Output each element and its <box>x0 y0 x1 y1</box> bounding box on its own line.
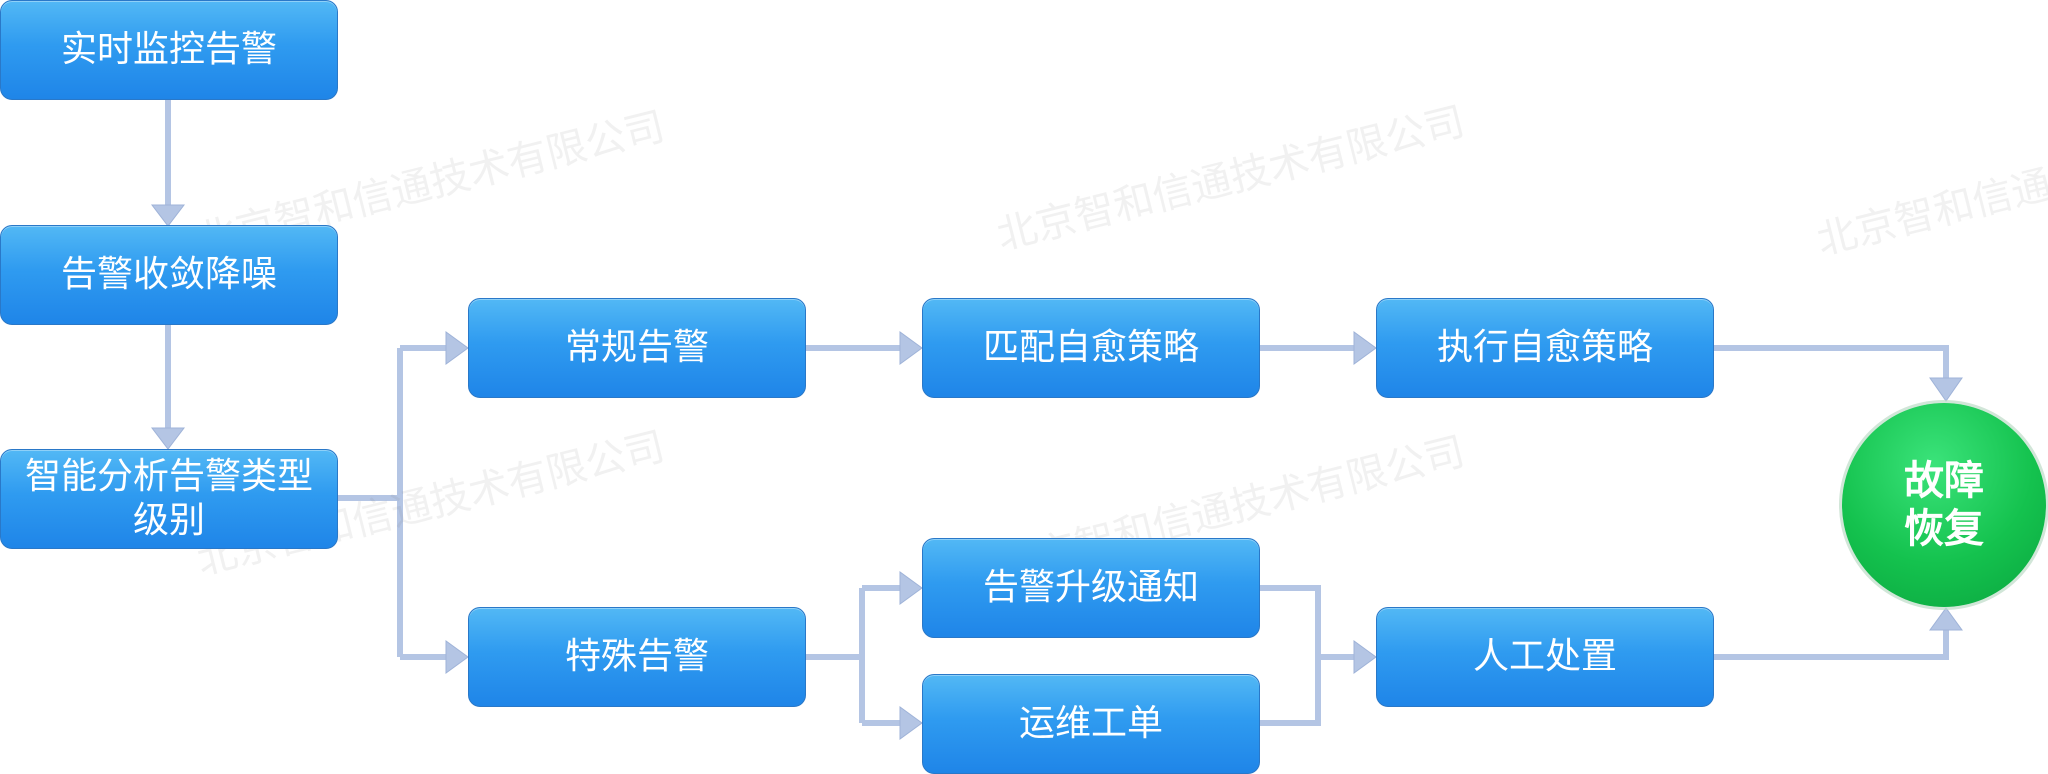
arrowhead-analyze <box>150 427 186 450</box>
node-regular-label: 常规告警 <box>564 327 709 368</box>
arrowhead-match <box>899 331 923 365</box>
node-converge: 告警收敛降噪 <box>0 225 338 325</box>
node-monitor-label: 实时监控告警 <box>60 29 277 70</box>
node-converge-label: 告警收敛降噪 <box>60 254 277 295</box>
node-regular: 常规告警 <box>468 298 806 398</box>
node-analyze-label: 智能分析告警类型级别 <box>24 456 313 541</box>
connector-ticket-merge <box>1260 657 1321 726</box>
node-special: 特殊告警 <box>468 607 806 707</box>
node-execute-label: 执行自愈策略 <box>1436 327 1653 368</box>
arrowhead-converge <box>150 204 186 227</box>
arrowhead-ticket <box>899 706 923 740</box>
arrowhead-special <box>445 640 469 674</box>
arrowhead-notify <box>899 571 923 605</box>
arrowhead-recover-bottom <box>1929 607 1963 631</box>
node-manual: 人工处置 <box>1376 607 1714 707</box>
node-recover-label: 故障恢复 <box>1904 458 1984 552</box>
arrowhead-execute <box>1353 331 1377 365</box>
node-ticket-label: 运维工单 <box>1018 703 1163 744</box>
node-monitor: 实时监控告警 <box>0 0 338 100</box>
node-notify-label: 告警升级通知 <box>982 567 1199 608</box>
node-execute: 执行自愈策略 <box>1376 298 1714 398</box>
node-match: 匹配自愈策略 <box>922 298 1260 398</box>
node-analyze: 智能分析告警类型级别 <box>0 449 338 549</box>
node-match-label: 匹配自愈策略 <box>982 327 1199 368</box>
connector-execute-recover <box>1714 345 1949 378</box>
connector-manual-recover <box>1714 628 1949 660</box>
arrowhead-recover-top <box>1929 377 1963 402</box>
node-special-label: 特殊告警 <box>564 636 709 677</box>
arrowhead-manual <box>1353 640 1377 674</box>
node-ticket: 运维工单 <box>922 674 1260 774</box>
node-notify: 告警升级通知 <box>922 538 1260 638</box>
arrowhead-regular <box>445 331 469 365</box>
node-recover: 故障恢复 <box>1842 403 2046 607</box>
connector-notify-merge <box>1260 585 1321 657</box>
node-manual-label: 人工处置 <box>1472 636 1617 677</box>
